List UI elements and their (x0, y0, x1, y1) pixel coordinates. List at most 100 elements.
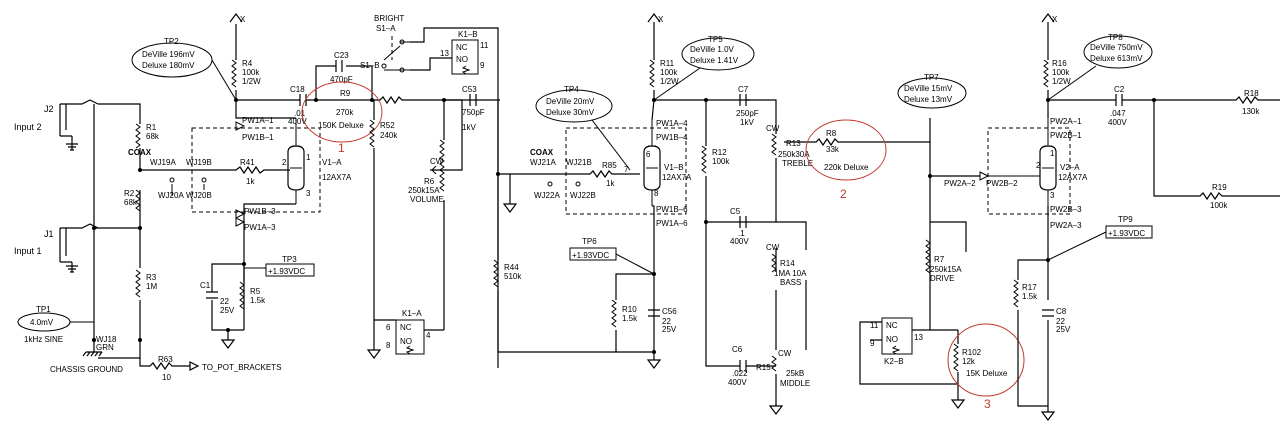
svg-text:NO: NO (456, 55, 468, 64)
svg-text:C6: C6 (732, 345, 743, 354)
svg-text:PW2A–2: PW2A–2 (944, 179, 976, 188)
svg-text:+1.93VDC: +1.93VDC (268, 267, 305, 276)
svg-text:22: 22 (1056, 317, 1065, 326)
wj19b-label: WJ19B (186, 158, 212, 167)
svg-text:PW2B–3: PW2B–3 (1050, 205, 1082, 214)
svg-text:R11: R11 (660, 59, 675, 68)
svg-text:+1.93VDC: +1.93VDC (572, 251, 609, 260)
svg-text:750pF: 750pF (462, 108, 485, 117)
svg-text:R9: R9 (340, 89, 351, 98)
svg-text:TP5: TP5 (708, 35, 723, 44)
svg-text:NO: NO (886, 335, 898, 344)
chassis-ground-label: CHASSIS GROUND (50, 365, 123, 374)
to-pot-brackets-label: TO_POT_BRACKETS (202, 363, 281, 372)
svg-text:100k: 100k (1210, 201, 1228, 210)
r2-label: R2 (124, 189, 135, 198)
r1-label: R1 (146, 123, 157, 132)
svg-text:NC: NC (400, 323, 412, 332)
svg-text:R12: R12 (712, 148, 727, 157)
svg-text:9: 9 (480, 61, 485, 70)
svg-text:Deluxe 180mV: Deluxe 180mV (142, 61, 195, 70)
r2-value: 68k (124, 198, 138, 207)
svg-text:CW: CW (778, 349, 792, 358)
r63-label: R63 (158, 355, 173, 364)
tp1-label: TP1 (36, 305, 51, 314)
svg-text:Deluxe 13mV: Deluxe 13mV (904, 95, 953, 104)
svg-text:X: X (1052, 15, 1058, 24)
svg-text:3: 3 (306, 189, 311, 198)
r41-label: R41 (240, 158, 255, 167)
svg-text:C23: C23 (334, 51, 349, 60)
svg-text:100k: 100k (660, 68, 678, 77)
svg-text:11: 11 (870, 321, 879, 330)
svg-text:1: 1 (306, 153, 311, 162)
svg-text:C2: C2 (1114, 85, 1125, 94)
r63-value: 10 (162, 373, 171, 382)
r3-label: R3 (146, 273, 157, 282)
svg-text:PW1B–1: PW1B–1 (242, 133, 274, 142)
svg-text:S1–A: S1–A (376, 24, 396, 33)
svg-text:1/2W: 1/2W (660, 77, 679, 86)
svg-text:COAX: COAX (530, 148, 554, 157)
svg-text:R5: R5 (250, 287, 261, 296)
svg-text:TP3: TP3 (282, 255, 297, 264)
wj19a-label: WJ19A (150, 158, 176, 167)
svg-text:+1.93VDC: +1.93VDC (1108, 229, 1145, 238)
svg-text:R19: R19 (1212, 183, 1227, 192)
svg-text:1.5k: 1.5k (1022, 292, 1038, 301)
svg-text:100k: 100k (1052, 68, 1070, 77)
svg-text:CW: CW (430, 157, 444, 166)
svg-text:.022: .022 (732, 369, 748, 378)
svg-text:22: 22 (662, 317, 671, 326)
svg-text:25V: 25V (1056, 325, 1071, 334)
svg-text:S1–B: S1–B (360, 61, 380, 70)
svg-text:R15: R15 (756, 363, 771, 372)
svg-text:R85: R85 (602, 161, 617, 170)
svg-text:2: 2 (1036, 161, 1041, 170)
svg-text:PW2A–3: PW2A–3 (1050, 221, 1082, 230)
svg-text:7: 7 (624, 165, 629, 174)
svg-text:DeVille 196mV: DeVille 196mV (142, 50, 195, 59)
relay-k1a: K1–A NC NO 6 8 4 (374, 309, 444, 355)
svg-text:PW1B–3: PW1B–3 (244, 207, 276, 216)
svg-text:WJ22A: WJ22A (534, 191, 560, 200)
svg-text:R6: R6 (424, 177, 435, 186)
svg-text:MIDDLE: MIDDLE (780, 379, 810, 388)
svg-text:13: 13 (440, 49, 449, 58)
svg-text:1.5k: 1.5k (622, 314, 638, 323)
svg-text:R18: R18 (1244, 89, 1259, 98)
svg-text:250k15A: 250k15A (930, 265, 962, 274)
svg-text:PW1B–4: PW1B–4 (656, 133, 688, 142)
svg-text:PW2A–1: PW2A–1 (1050, 117, 1082, 126)
tube-v1b: 6 7 8 V1–B 12AX7A (624, 120, 692, 206)
test-point-tp1: TP1 4.0mV 1kHz SINE (17, 305, 94, 344)
svg-text:C7: C7 (738, 85, 749, 94)
relay-k2b: NC NO 11 9 13 K2–B (859, 317, 958, 385)
svg-text:X: X (240, 15, 246, 24)
j2-label: J2 (44, 104, 54, 114)
wj20b-label: WJ20B (186, 191, 212, 200)
svg-text:DeVille 750mV: DeVille 750mV (1090, 43, 1143, 52)
svg-text:9: 9 (870, 339, 875, 348)
svg-text:NC: NC (886, 321, 898, 330)
svg-text:25V: 25V (662, 325, 677, 334)
svg-text:DRIVE: DRIVE (930, 274, 954, 283)
svg-text:NC: NC (456, 43, 468, 52)
j1-label: J1 (44, 229, 54, 239)
note-1: 1 (338, 141, 345, 155)
input1-label: Input 1 (14, 246, 42, 256)
svg-text:X: X (658, 15, 664, 24)
svg-text:33k: 33k (826, 145, 840, 154)
svg-text:1MA 10A: 1MA 10A (774, 269, 807, 278)
svg-text:TP2: TP2 (164, 37, 179, 46)
svg-text:R4: R4 (242, 59, 253, 68)
svg-text:1: 1 (1050, 149, 1055, 158)
test-point-tp3: TP3 +1.93VDC (244, 255, 315, 277)
svg-text:K2–B: K2–B (884, 357, 904, 366)
test-point-tp6: TP6 +1.93VDC (569, 237, 655, 275)
r9-note: 150K Deluxe (318, 121, 364, 130)
svg-text:TP6: TP6 (582, 237, 597, 246)
svg-text:100k: 100k (242, 68, 260, 77)
svg-text:250pF: 250pF (736, 109, 759, 118)
note-3: 3 (984, 397, 991, 411)
